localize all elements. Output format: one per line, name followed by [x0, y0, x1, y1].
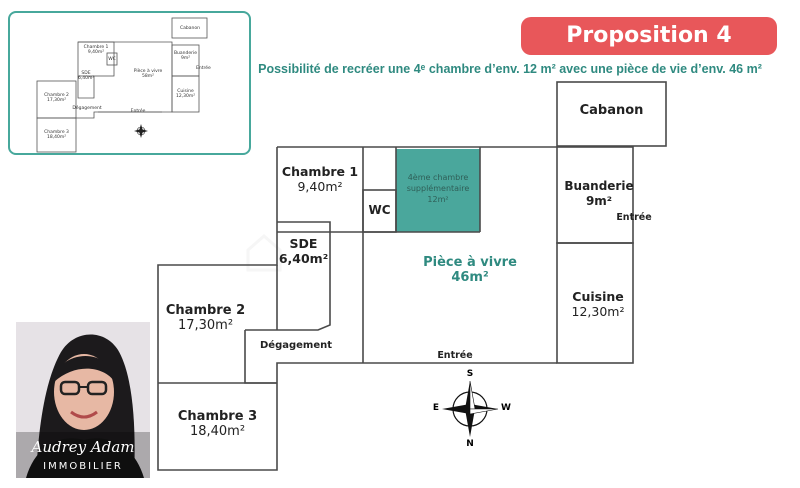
room-area: 46m² — [451, 270, 489, 285]
compass-rose — [442, 380, 499, 437]
thumb-room-name: Chambre 1 — [83, 45, 109, 50]
entry-bottom-label: Entrée — [437, 350, 473, 361]
thumb-entry-right: Entrée — [196, 66, 211, 71]
room-wc: WC — [368, 203, 391, 217]
room-area: 18,40m² — [189, 424, 246, 439]
proposal-badge: Proposition 4 chambres — [521, 17, 777, 86]
thumb-room-area: 9,40m² — [87, 50, 105, 55]
thumb-room-name: Buanderie — [173, 51, 198, 56]
thumb-room-area: 6,40m² — [78, 76, 95, 81]
entry-right-label: Entrée — [616, 212, 652, 223]
agent-signature: Audrey Adam — [31, 438, 135, 456]
agent-portrait — [16, 334, 150, 478]
room-name: Chambre 3 — [177, 409, 258, 424]
compass-right-label: W — [501, 403, 511, 413]
room-name: SDE — [289, 236, 318, 251]
thumb-entry-bottom: Entrée — [130, 109, 146, 114]
proposal-subtitle: Possibilité de recréer une 4ᵉ chambre d’… — [258, 62, 762, 76]
room-name: Pièce à vivre — [423, 255, 517, 270]
room-area: 12m² — [427, 195, 449, 204]
thumb-room-area: 18,40m² — [46, 135, 67, 140]
room-name: 4ème chambre supplémentaire — [406, 173, 470, 193]
compass-left-label: E — [432, 403, 440, 413]
thumb-room-name: Chambre 2 — [44, 93, 69, 98]
room-area: 6,40m² — [278, 251, 329, 266]
new-bedroom-highlight — [396, 149, 480, 232]
room-name: Cuisine — [572, 289, 624, 304]
thumb-room-degagement: Dégagement — [72, 106, 102, 111]
thumb-room-area: 9m² — [180, 56, 191, 61]
room-area: 9,40m² — [297, 179, 343, 194]
room-area: 9m² — [585, 194, 613, 208]
room-degagement: Dégagement — [259, 340, 333, 351]
watermark-logo — [246, 234, 282, 272]
compass-top-label: S — [466, 369, 474, 379]
room-name: Chambre 2 — [165, 303, 246, 318]
room-name: Buanderie — [564, 179, 634, 193]
thumb-room-area: 12,30m² — [175, 94, 196, 99]
thumbnail-walls — [36, 17, 208, 153]
thumb-room-wc: WC — [108, 57, 116, 62]
thumb-room-name: Cuisine — [177, 89, 194, 94]
thumb-room-cabanon: Cabanon — [180, 26, 200, 31]
thumb-room-name: SDE — [81, 71, 91, 76]
thumb-room-area: 17,30m² — [46, 98, 67, 103]
thumb-room-name: Chambre 3 — [44, 130, 69, 135]
plan-walls — [157, 81, 667, 471]
compass-bottom-label: N — [466, 439, 474, 449]
thumb-room-name: Pièce à vivre — [133, 69, 163, 74]
thumb-room-area: 58m² — [142, 74, 154, 79]
thumbnail-compass — [134, 124, 148, 138]
room-area: 17,30m² — [177, 318, 234, 333]
room-cabanon: Cabanon — [579, 103, 644, 118]
agent-photo: Audrey Adam IMMOBILIER — [16, 322, 150, 478]
room-area: 12,30m² — [571, 304, 625, 319]
room-new-bedroom: 4ème chambre supplémentaire 12m² — [398, 172, 478, 205]
room-name: Chambre 1 — [281, 164, 359, 179]
agency-name: IMMOBILIER — [43, 461, 123, 472]
